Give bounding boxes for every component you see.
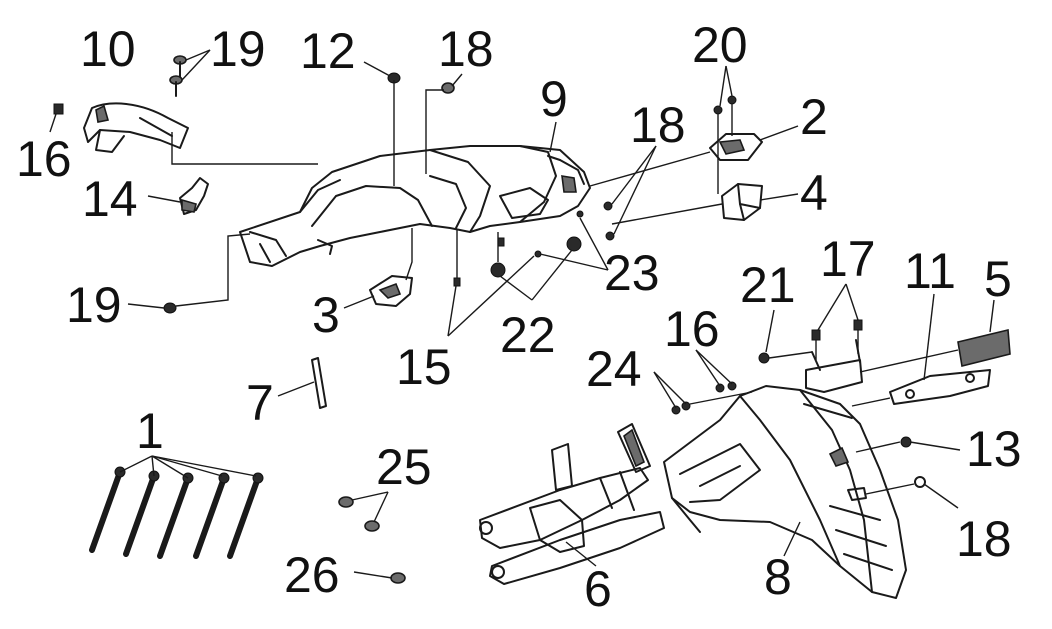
callout-20: 18 — [630, 97, 686, 153]
part-18-nut-top — [425, 82, 455, 174]
callout-1: 1 — [136, 403, 164, 459]
callout-14: 14 — [82, 171, 138, 227]
callout-8: 8 — [764, 549, 792, 605]
lead-18-to-fender — [865, 483, 915, 495]
callout-16-mid: 16 — [664, 301, 720, 357]
callout-19: 19 — [66, 277, 122, 333]
part-28-screw — [390, 572, 406, 584]
part-14-bracket — [179, 177, 209, 215]
part-2-lens — [589, 133, 763, 187]
callout-11: 11 — [904, 243, 956, 299]
leader-lines — [49, 49, 995, 579]
part-18-nut-lower — [914, 476, 926, 488]
part-9-rear-body-cover — [239, 145, 591, 267]
callout-24: 22 — [500, 307, 556, 363]
callout-labels: 10 19 12 18 9 20 18 2 4 16 14 19 3 23 22… — [16, 17, 1022, 617]
part-8-rear-fender — [663, 385, 907, 599]
lead-13-to-fender — [855, 441, 901, 453]
callout-21: 19 — [210, 21, 266, 77]
callout-28: 26 — [284, 547, 340, 603]
part-6-bracket — [479, 423, 665, 585]
part-22-nuts — [713, 95, 737, 194]
part-24-grommets — [490, 232, 582, 278]
callout-18-top: 18 — [438, 21, 494, 77]
part-15-fasteners — [453, 230, 505, 287]
callout-27: 25 — [376, 439, 432, 495]
part-1-long-bolts — [89, 466, 264, 559]
callout-3: 3 — [312, 287, 340, 343]
callout-2: 2 — [800, 89, 828, 145]
part-4-block — [611, 183, 763, 225]
callout-6: 6 — [584, 561, 612, 617]
callout-18-lower: 18 — [956, 511, 1012, 567]
part-5-reflector — [859, 329, 1011, 373]
part-13-nut — [900, 436, 912, 448]
lead-10-to-body — [171, 132, 318, 165]
callout-5: 5 — [984, 251, 1012, 307]
part-25-clips — [534, 210, 584, 258]
part-16-clip — [53, 103, 64, 115]
callout-9: 9 — [540, 71, 568, 127]
part-26-16-nuts — [671, 381, 753, 415]
part-10-cover — [83, 102, 189, 153]
part-7-rod — [311, 357, 327, 409]
part-12-bolt — [387, 72, 401, 186]
callout-22: 20 — [692, 17, 748, 73]
callout-4: 4 — [800, 165, 828, 221]
callout-16-top: 16 — [16, 131, 72, 187]
part-23-nut — [758, 351, 813, 364]
callout-15: 15 — [396, 339, 452, 395]
callout-13: 13 — [966, 421, 1022, 477]
callout-7: 7 — [246, 375, 274, 431]
part-27-screws — [338, 496, 380, 532]
part-17-bracket — [805, 319, 863, 393]
callout-17: 17 — [820, 231, 876, 287]
part-21-screws — [169, 55, 187, 97]
callout-25: 23 — [604, 245, 660, 301]
callout-10: 10 — [80, 21, 136, 77]
callout-26: 24 — [586, 341, 642, 397]
part-20-screws — [603, 201, 615, 241]
part-11-plate — [851, 369, 991, 407]
callout-12: 12 — [300, 23, 356, 79]
part-19-bolt — [163, 233, 251, 314]
part-3-small-cover — [369, 228, 413, 307]
callout-23: 21 — [740, 257, 796, 313]
